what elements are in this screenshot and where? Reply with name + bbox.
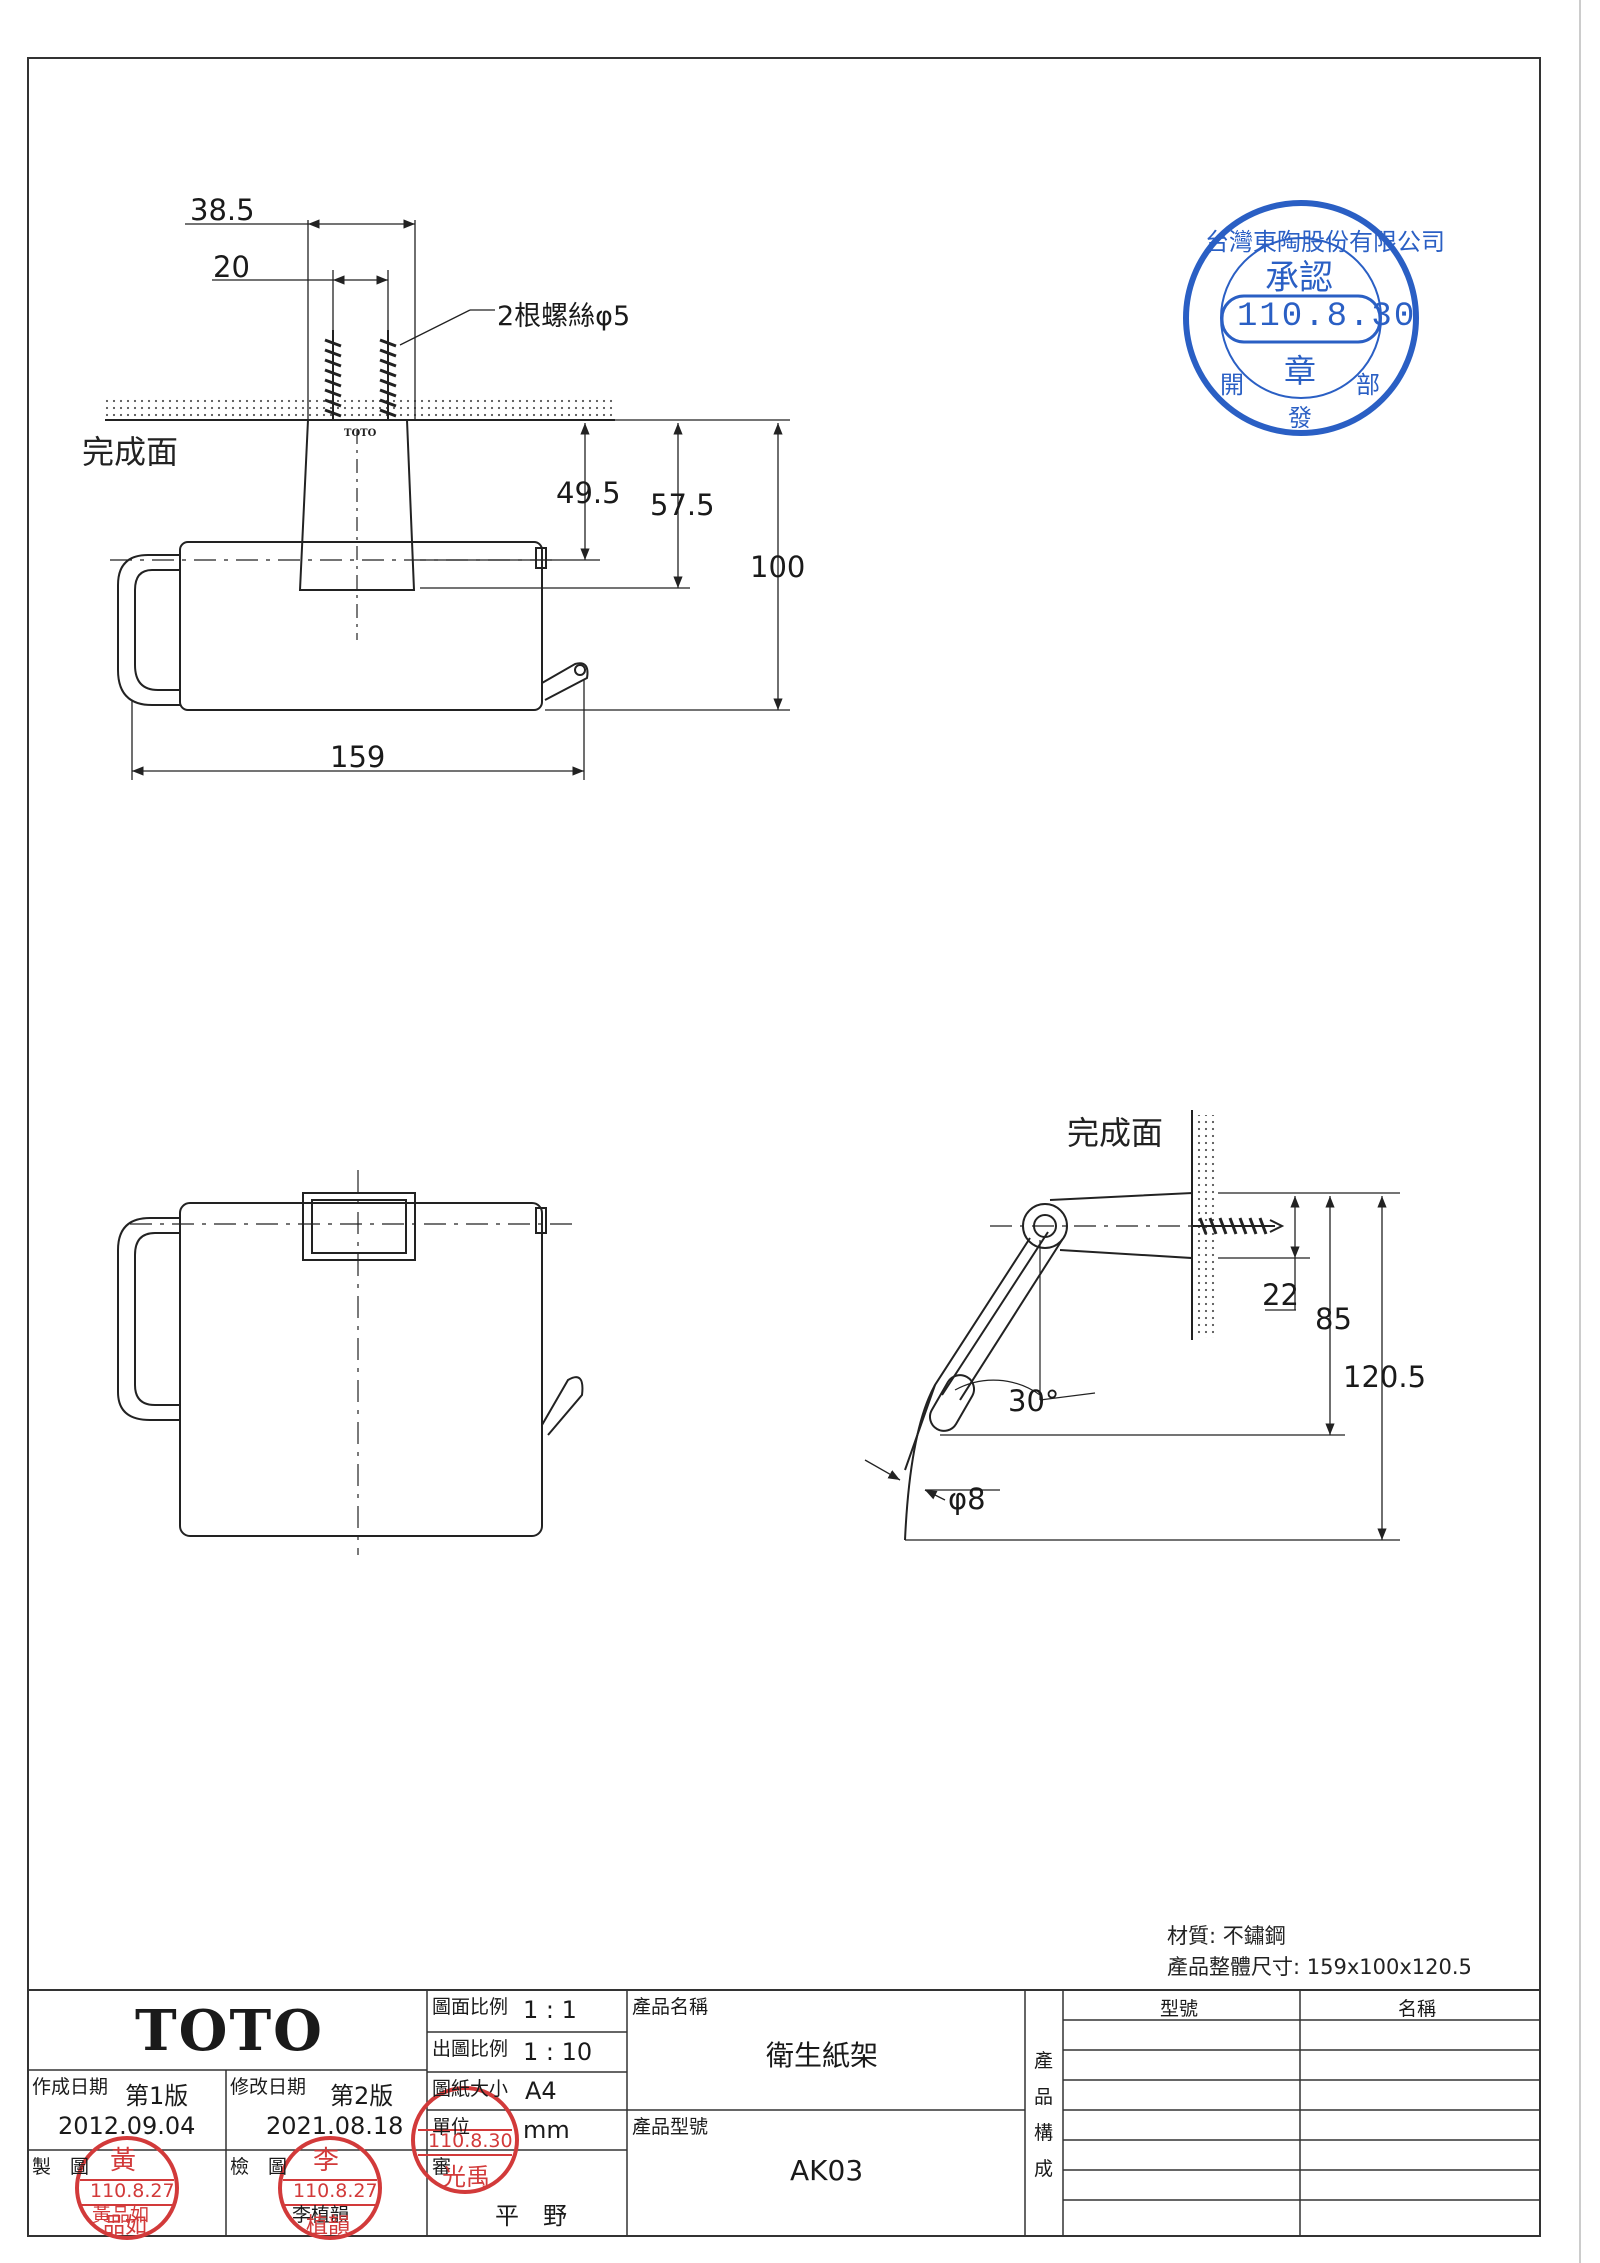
paper-label: 圖紙大小 [432, 2078, 509, 2100]
material-note: 材質: 不鏽鋼 [1167, 1924, 1286, 1948]
screw-note: 2根螺絲φ5 [497, 301, 631, 332]
stamp-date: 110.8.30 [1237, 298, 1417, 336]
checked-label: 檢 圖 [230, 2156, 288, 2178]
stamp-bottom-left: 開 [1220, 371, 1244, 399]
title-block [28, 1989, 1540, 2236]
dim-38-5: 38.5 [190, 193, 255, 227]
revised-date: 2021.08.18 [266, 2112, 404, 2140]
composition-label-1: 產 [1034, 2050, 1054, 2072]
scale-label: 圖面比例 [432, 1996, 509, 2018]
overall-size-note: 產品整體尺寸: 159x100x120.5 [1167, 1955, 1472, 1979]
approval-stamp [1183, 200, 1419, 436]
dim-dia-8: φ8 [948, 1482, 986, 1516]
product-name-label: 產品名稱 [632, 1996, 709, 2018]
red-stamps [75, 2086, 519, 2240]
created-version: 第1版 [125, 2082, 189, 2110]
side-view-dimensions [864, 1192, 1400, 1541]
checked-name: 李植韻 [292, 2204, 350, 2226]
dim-angle-30: 30° [1008, 1384, 1060, 1418]
stamp-bottom-mid: 發 [1288, 404, 1312, 432]
revised-version: 第2版 [330, 2082, 394, 2110]
product-name: 衛生紙架 [766, 2039, 879, 2072]
red-stamp-2-bottom: 植韻 [306, 2214, 351, 2239]
stamp-bottom-right: 部 [1356, 371, 1380, 399]
column-model: 型號 [1160, 1998, 1199, 2020]
review-label: 審 [432, 2156, 452, 2178]
revised-label: 修改日期 [230, 2076, 307, 2098]
stamp-company: 台灣東陶股份有限公司 [1205, 228, 1445, 256]
unit-label: 單位 [432, 2116, 471, 2138]
front-elevation-view [105, 330, 615, 711]
review-name: 平 野 [495, 2202, 567, 2230]
dim-20: 20 [213, 250, 250, 284]
part-logo: TOTO [344, 428, 377, 439]
paper-value: A4 [525, 2077, 557, 2105]
dim-49-5: 49.5 [556, 476, 621, 510]
composition-label-4: 成 [1034, 2158, 1054, 2180]
red-stamp-1-date: 110.8.27 [90, 2180, 175, 2202]
front-view-dimensions [131, 219, 790, 780]
composition-label-3: 構 [1034, 2122, 1054, 2144]
sheet-border [27, 57, 1541, 2237]
unit-value: mm [523, 2116, 570, 2144]
out-scale-label: 出圖比例 [432, 2038, 509, 2060]
red-stamp-3-bottom: 光禹 [442, 2163, 490, 2191]
red-stamp-1-top: 黃 [110, 2146, 137, 2176]
dim-100: 100 [750, 550, 806, 584]
finish-surface-label-side: 完成面 [1067, 1114, 1164, 1152]
scale-value: 1 : 1 [523, 1996, 577, 2024]
dim-120-5: 120.5 [1343, 1360, 1427, 1394]
stamp-center: 章 [1284, 352, 1317, 390]
out-scale-value: 1 : 10 [523, 2038, 593, 2066]
finish-surface-label-top: 完成面 [82, 433, 179, 471]
created-label: 作成日期 [32, 2076, 109, 2098]
red-stamp-1-bottom: 品如 [103, 2214, 148, 2239]
dim-159: 159 [330, 740, 386, 774]
dim-22: 22 [1262, 1278, 1299, 1312]
drawn-label: 製 圖 [32, 2156, 90, 2178]
dim-85: 85 [1315, 1302, 1352, 1336]
product-code-label: 產品型號 [632, 2116, 709, 2138]
red-stamp-2-top: 李 [313, 2146, 340, 2176]
created-date: 2012.09.04 [58, 2112, 196, 2140]
column-name: 名稱 [1398, 1998, 1437, 2020]
dim-57-5: 57.5 [650, 488, 715, 522]
brand-logo: TOTO [135, 1998, 324, 2064]
product-code: AK03 [790, 2154, 864, 2187]
plan-view [117, 1170, 584, 1555]
composition-label-2: 品 [1034, 2086, 1054, 2108]
red-stamp-2-date: 110.8.27 [293, 2180, 378, 2202]
stamp-top: 承認 [1265, 258, 1333, 298]
side-view [904, 1110, 1285, 1541]
red-stamp-3-date: 110.8.30 [428, 2130, 513, 2152]
drawn-name: 黃品如 [92, 2204, 150, 2226]
